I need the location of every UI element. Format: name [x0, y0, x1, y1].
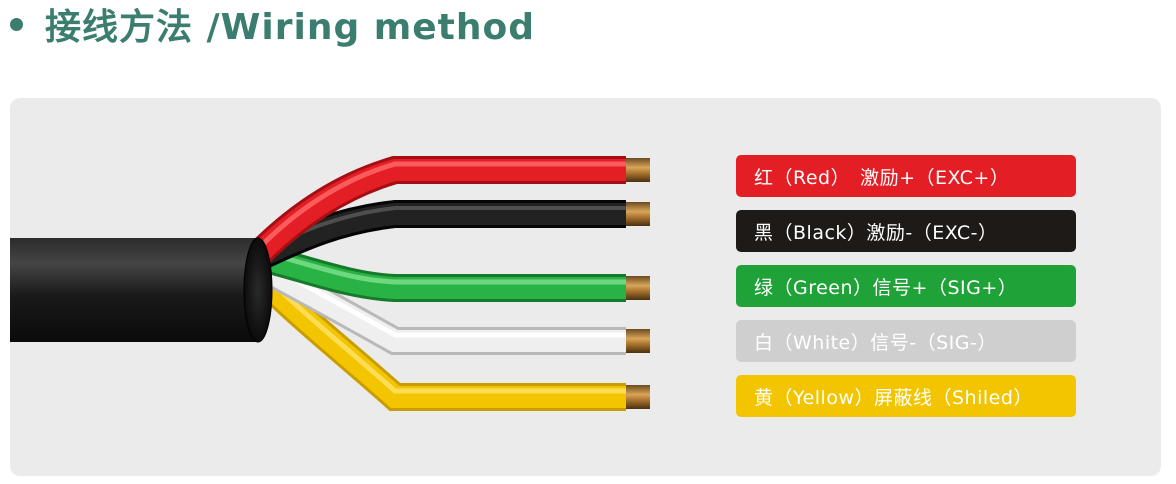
legend-black-label: 黑（Black）激励-（EXC-）: [754, 221, 998, 244]
legend-red: 红（Red） 激励+（EXC+）: [736, 155, 1076, 197]
cable-jacket: [10, 237, 273, 343]
red-wire: [250, 156, 650, 263]
legend-white-label: 白（White）信号-（SIG-）: [754, 331, 997, 354]
legend-red-label: 红（Red） 激励+（EXC+）: [754, 166, 1010, 189]
wiring-panel: 红（Red） 激励+（EXC+） 黑（Black）激励-（EXC-） 绿（Gre…: [10, 98, 1161, 476]
section-header: 接线方法 /Wiring method: [10, 2, 535, 48]
legend-green: 绿（Green）信号+（SIG+）: [736, 265, 1076, 307]
legend-yellow-label: 黄（Yellow）屏蔽线（Shiled）: [754, 386, 1033, 409]
cable-illustration: [10, 156, 650, 411]
legend-white: 白（White）信号-（SIG-）: [736, 320, 1076, 362]
legend-black: 黑（Black）激励-（EXC-）: [736, 210, 1076, 252]
page-title: 接线方法 /Wiring method: [45, 7, 536, 48]
legend-yellow: 黄（Yellow）屏蔽线（Shiled）: [736, 375, 1076, 417]
bullet-icon: [10, 17, 23, 31]
legend-green-label: 绿（Green）信号+（SIG+）: [754, 276, 1018, 299]
